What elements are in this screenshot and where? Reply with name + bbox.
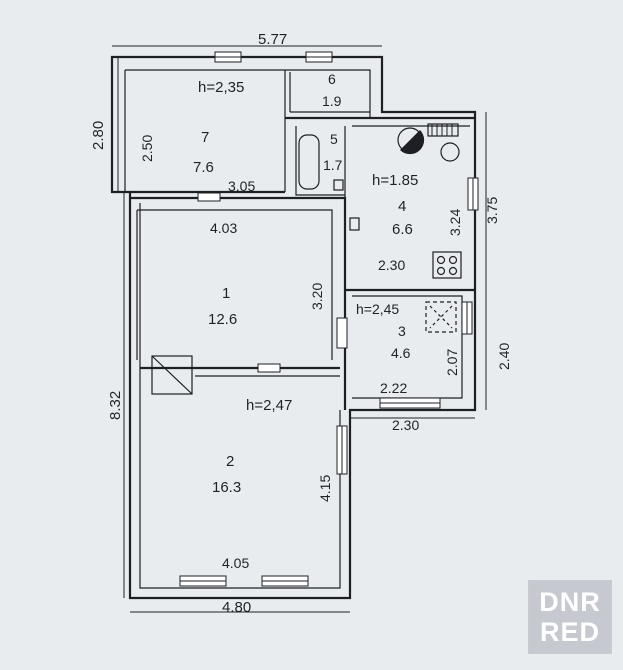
room2-area: 16.3 (212, 479, 241, 496)
room3-area: 4.6 (391, 345, 411, 361)
room7-height: h=2,35 (198, 79, 244, 96)
meter (440, 142, 460, 162)
room1-area: 12.6 (208, 311, 237, 328)
dim-top-width: 5.77 (258, 31, 287, 48)
bathtub (298, 134, 320, 190)
watermark-line1: DNR (539, 587, 601, 617)
radiator (427, 123, 459, 137)
room6-area: 1.9 (322, 93, 342, 109)
room7-number: 7 (201, 129, 209, 146)
dim-left-small: 2.80 (90, 121, 107, 150)
room6-number: 6 (328, 71, 336, 87)
room7-area: 7.6 (193, 159, 214, 176)
kitchen-stove (432, 251, 462, 279)
room5-number: 5 (330, 131, 338, 147)
watermark-line2: RED (539, 617, 600, 647)
room2-height: h=2,47 (246, 397, 292, 414)
door-1 (197, 192, 221, 202)
toilet (333, 179, 344, 191)
room3-outer-bottom: 2.30 (392, 417, 419, 433)
room3-inner-bottom: 2.22 (380, 380, 407, 396)
watermark-logo: DNR RED (528, 580, 612, 654)
room3-height: h=2,45 (356, 301, 399, 317)
room4-bottom: 2.30 (378, 257, 405, 273)
room4-outer: 3.75 (484, 197, 500, 224)
room3-outer: 2.40 (496, 343, 512, 370)
room3-number: 3 (398, 323, 406, 339)
stove (151, 355, 193, 395)
door-3 (336, 317, 348, 349)
dim-left-large: 8.32 (107, 391, 124, 420)
door-2 (257, 363, 281, 373)
room4-side: 3.24 (447, 209, 463, 236)
room7-side: 2.50 (139, 135, 155, 162)
room5-area: 1.7 (323, 157, 343, 173)
room4-area: 6.6 (392, 221, 413, 238)
room1-number: 1 (222, 285, 230, 302)
room3-side: 2.07 (444, 349, 460, 376)
room4-number: 4 (398, 198, 406, 215)
room2-side: 4.15 (317, 475, 333, 502)
room1-top: 4.03 (210, 220, 237, 236)
room2-number: 2 (226, 453, 234, 470)
room4-height: h=1.85 (372, 172, 418, 189)
room2-bottom: 4.05 (222, 555, 249, 571)
dim-bottom-width: 4.80 (222, 599, 251, 616)
room7-bottom: 3.05 (228, 178, 255, 194)
room1-side: 3.20 (309, 283, 325, 310)
sink (349, 217, 360, 231)
wall-room1 (130, 196, 347, 410)
boiler-marker (425, 301, 457, 333)
